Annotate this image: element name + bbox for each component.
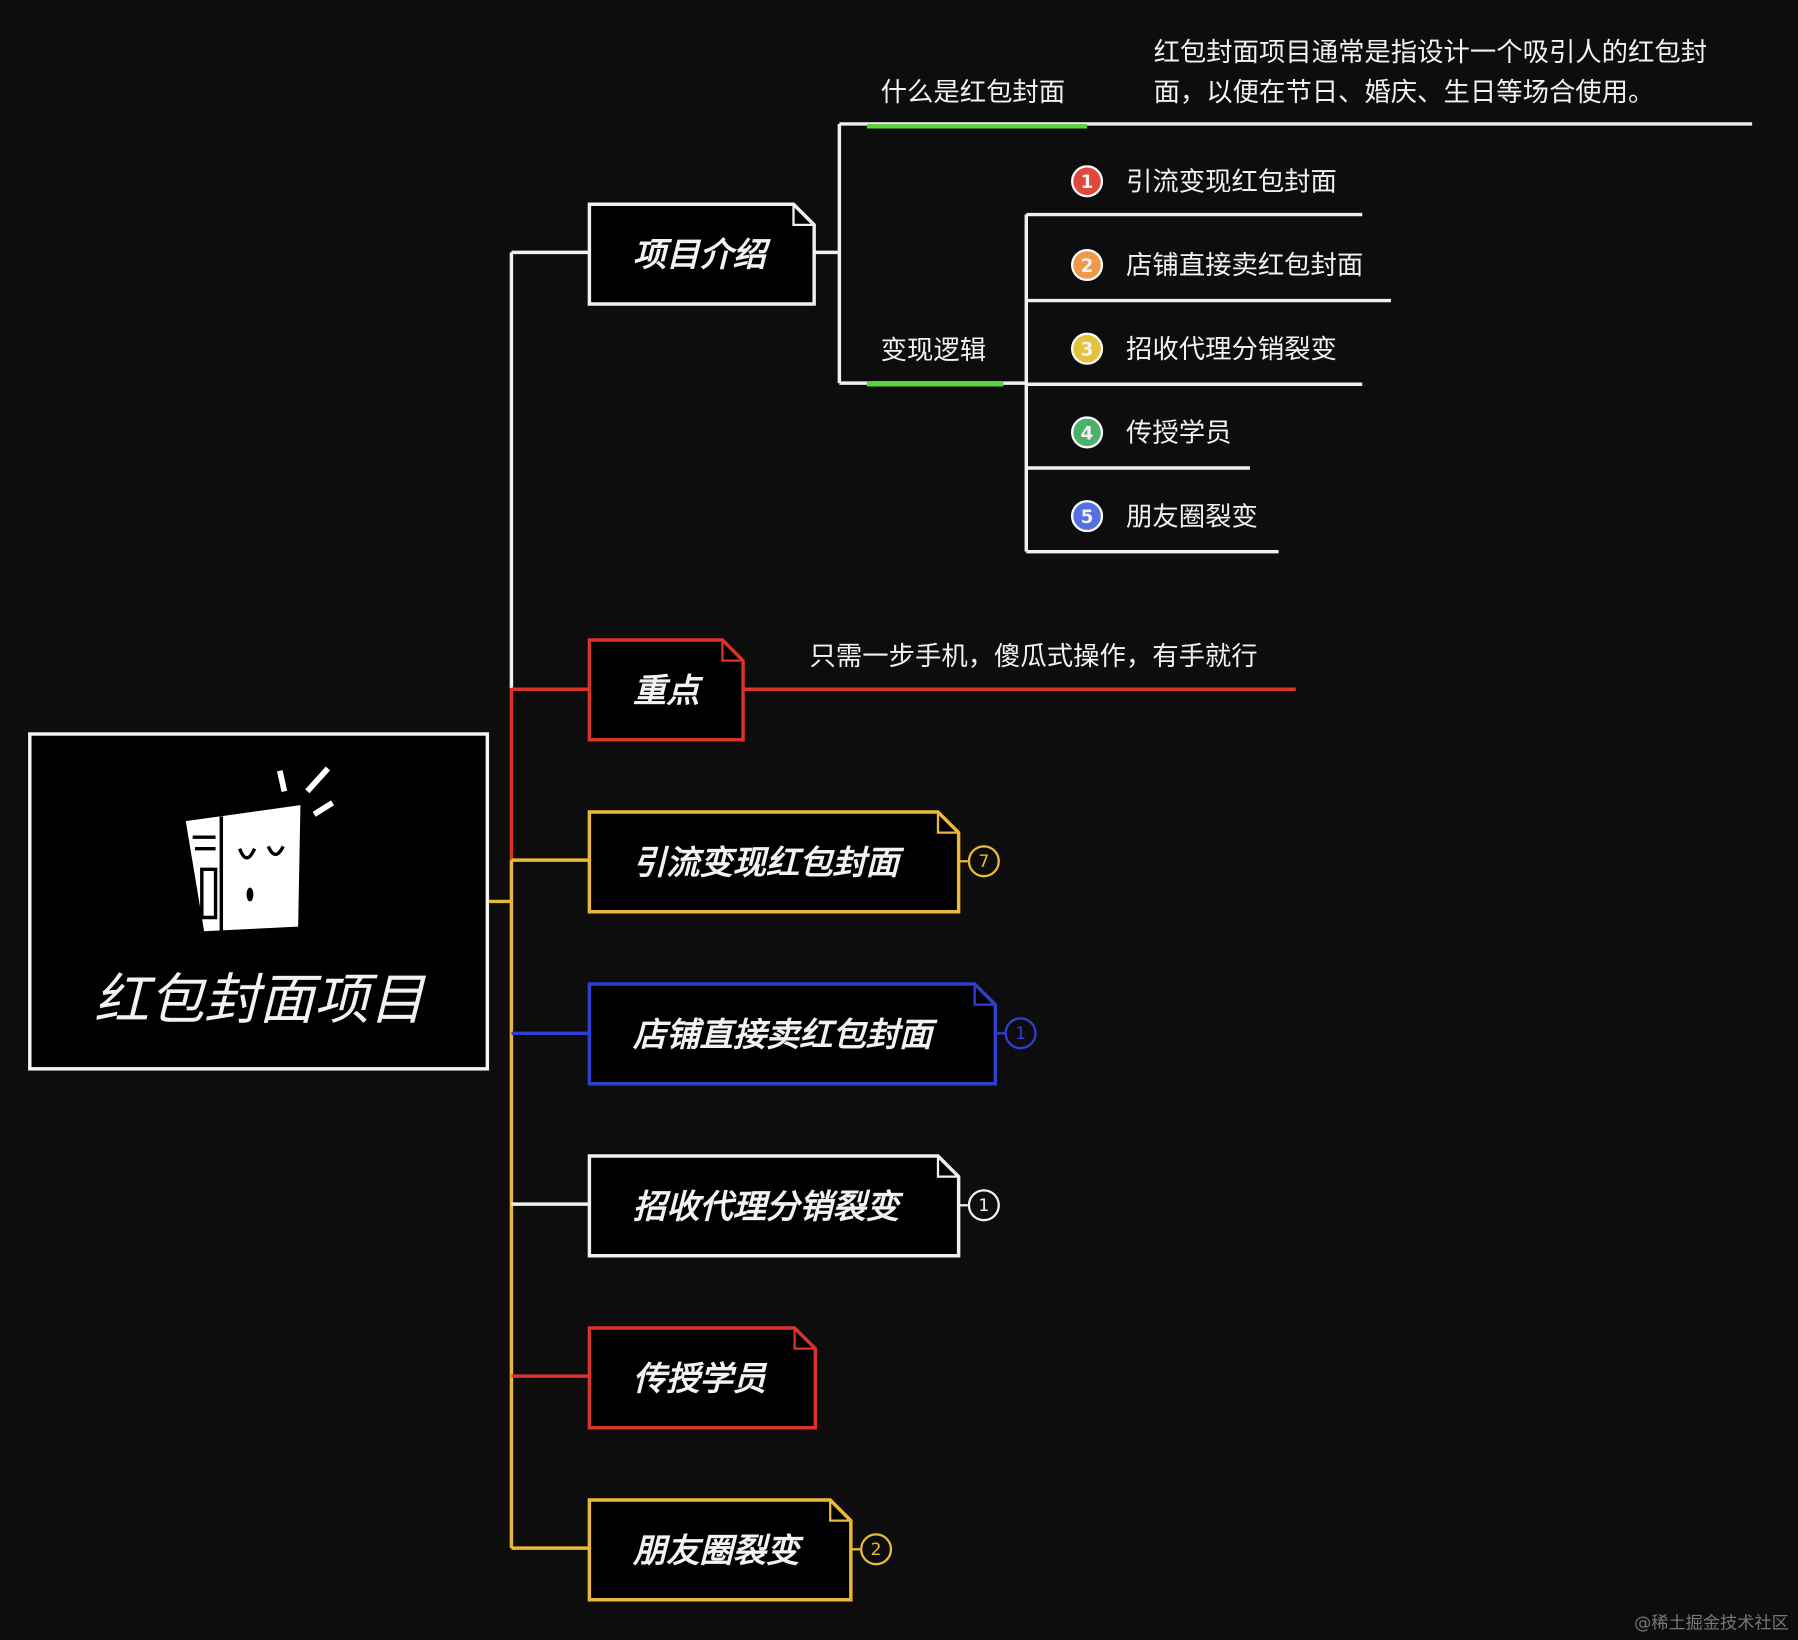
watermark: @稀土掘金技术社区 [1634,1613,1789,1633]
node-project-intro[interactable]: 项目介绍 [587,202,816,306]
node-label: 重点 [633,671,704,710]
logic-item-label: 引流变现红包封面 [1126,167,1337,197]
number-badge-icon: 2 [1071,248,1104,282]
node-label: 传授学员 [633,1359,768,1398]
logic-item-label: 朋友圈裂变 [1126,502,1258,532]
number-badge-icon: 3 [1071,332,1104,365]
branch-node[interactable]: 引流变现红包封面 7 [587,810,1000,914]
number-badge-icon: 5 [1071,500,1104,533]
trunk-connectors [487,250,590,1550]
logic-item-label: 店铺直接卖红包封面 [1126,251,1363,281]
branch-node[interactable]: 店铺直接卖红包封面 1 [587,982,1037,1086]
root-node[interactable]: 红包封面项目 [28,732,490,1071]
branch-node[interactable]: 朋友圈裂变 2 [587,1498,893,1602]
collapsed-count-badge[interactable]: 7 [958,845,1000,878]
branch-node[interactable]: 招收代理分销裂变 1 [587,1154,1000,1258]
logic-item[interactable]: 1 引流变现红包封面 [1071,165,1337,198]
badge-number: 1 [1081,172,1094,193]
collapsed-count-badge[interactable]: 2 [850,1533,893,1566]
book-face-icon [185,766,335,932]
node-label: 项目介绍 [633,235,772,274]
collapsed-count-badge[interactable]: 1 [958,1189,1000,1222]
logic-item-label: 传授学员 [1126,419,1231,449]
node-label: 店铺直接卖红包封面 [632,1015,938,1054]
logic-item[interactable]: 4 传授学员 [1071,416,1231,449]
badge-count: 2 [871,1540,882,1560]
node-label: 引流变现红包封面 [633,843,905,882]
badge-number: 5 [1081,507,1094,528]
root-title: 红包封面项目 [94,967,426,1031]
logic-item[interactable]: 2 店铺直接卖红包封面 [1071,248,1363,282]
intro-connectors [814,122,1753,554]
logic-item[interactable]: 3 招收代理分销裂变 [1071,332,1337,365]
node-label: 招收代理分销裂变 [633,1187,904,1226]
what-is-description-line: 红包封面项目通常是指设计一个吸引人的红包封 [1154,38,1708,68]
badge-count: 1 [978,1196,989,1216]
number-badge-icon: 1 [1071,165,1104,198]
number-badge-icon: 4 [1071,416,1104,449]
badge-number: 3 [1081,340,1094,361]
badge-count: 1 [1015,1024,1026,1044]
logic-item[interactable]: 5 朋友圈裂变 [1071,500,1258,533]
badge-count: 7 [978,852,989,872]
what-is-description-line: 面，以便在节日、婚庆、生日等场合使用。 [1154,78,1655,108]
branch-node[interactable]: 传授学员 [587,1326,818,1430]
node-key-point[interactable]: 重点 [587,638,745,742]
monetization-logic-label: 变现逻辑 [881,336,986,366]
badge-number: 2 [1081,256,1094,277]
node-label: 朋友圈裂变 [632,1531,804,1570]
key-point-note: 只需一步手机，傻瓜式操作，有手就行 [810,642,1258,672]
what-is-label: 什么是红包封面 [881,78,1066,108]
collapsed-count-badge[interactable]: 1 [995,1017,1037,1050]
badge-number: 4 [1081,423,1094,444]
logic-item-label: 招收代理分销裂变 [1126,335,1337,365]
